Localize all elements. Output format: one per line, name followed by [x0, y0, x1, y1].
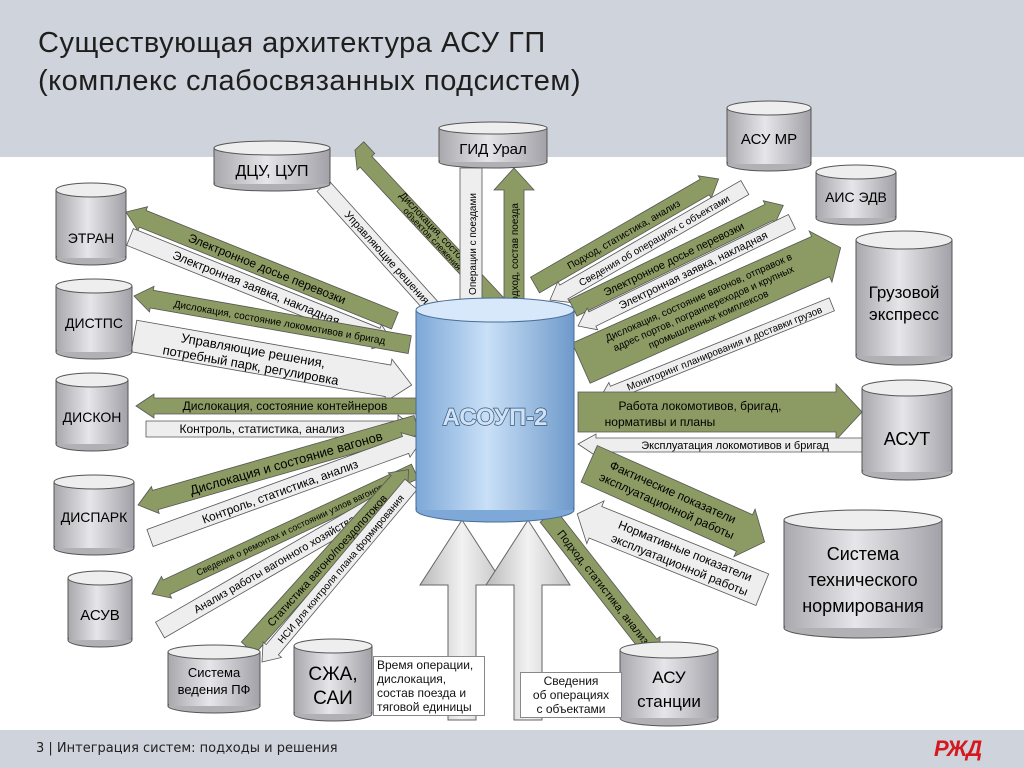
- note-line: состав поезда и: [377, 686, 467, 700]
- cylinder-asuv: АСУВ: [67, 570, 133, 648]
- system-label: АИС ЭДВ: [825, 189, 887, 205]
- system-label: Система: [827, 544, 900, 564]
- note-line: об операциях: [532, 688, 610, 702]
- system-label: ДИСПАРК: [61, 509, 128, 525]
- system-label: ГИД Урал: [459, 141, 527, 158]
- cylinder-dcu: ДЦУ, ЦУП: [213, 140, 331, 192]
- cylinder-diskon: ДИСКОН: [55, 372, 129, 452]
- title-line-1: Существующая архитектура АСУ ГП: [38, 27, 546, 59]
- system-label: АСУ МР: [741, 131, 797, 148]
- system-label: АСУТ: [884, 429, 930, 449]
- note-line: Время операции,: [377, 658, 474, 672]
- flow-label: Работа локомотивов, бригад,: [619, 399, 782, 413]
- flow-label: Дислокация, состояние контейнеров: [183, 399, 388, 413]
- note-line: с объектами: [536, 702, 606, 716]
- flow-label: Контроль, статистика, анализ: [180, 422, 345, 436]
- flow-label: нормативы и планы: [605, 415, 716, 429]
- system-label: СЖА,: [308, 664, 357, 685]
- arrow-diskon-out: Дислокация, состояние контейнеров: [135, 393, 417, 419]
- cylinder-asut: АСУТ: [861, 379, 953, 481]
- system-label: экспресс: [869, 305, 939, 324]
- cylinder-asu-mr: АСУ МР: [726, 100, 812, 172]
- flow-label: объектов слежения: [401, 206, 464, 272]
- system-label: ДЦУ, ЦУП: [235, 163, 308, 180]
- system-label: ЭТРАН: [68, 230, 114, 246]
- system-label: САИ: [313, 688, 353, 709]
- cylinder-gid: ГИД Урал: [438, 121, 548, 169]
- system-label: АСУ: [652, 668, 686, 687]
- arrow-asut-in: Эксплуатация локомотивов и бригад: [577, 433, 863, 457]
- system-label: АСУВ: [80, 607, 120, 624]
- center-label: АСОУП-2: [442, 404, 547, 431]
- cylinder-szha: СЖА, САИ: [293, 638, 373, 722]
- asoup-cylinder: АСОУП-2: [415, 297, 575, 523]
- rzd-logo: РЖД: [934, 736, 982, 761]
- flow-label: Эксплуатация локомотивов и бригад: [641, 440, 829, 452]
- page-number: 3: [36, 741, 45, 756]
- system-label: ДИСТПС: [65, 315, 123, 331]
- cylinder-ais-edv: АИС ЭДВ: [815, 164, 897, 226]
- note-line: тяговой единицы: [377, 700, 472, 714]
- asus-note: Сведения об операциях с объектами: [520, 672, 622, 718]
- szha-note: Время операции, дислокация, состав поезд…: [373, 656, 485, 716]
- cylinder-gruzovoy: Грузовой экспресс: [855, 230, 953, 366]
- page-title: Существующая архитектура АСУ ГП (комплек…: [38, 24, 581, 100]
- flow-label: Операции с поездами: [468, 193, 479, 295]
- system-label: Система: [188, 665, 241, 680]
- cylinder-svpf: Система ведения ПФ: [167, 644, 261, 714]
- cylinder-distps: ДИСТПС: [55, 278, 133, 360]
- cylinder-etran: ЭТРАН: [55, 182, 127, 266]
- note-line: дислокация,: [377, 672, 447, 686]
- note-line: Сведения: [543, 674, 599, 688]
- cylinder-asu-stancii: АСУ станции: [619, 641, 719, 727]
- footer-band: [0, 730, 1024, 768]
- cylinder-dispark: ДИСПАРК: [53, 474, 135, 556]
- system-label: нормирования: [802, 596, 924, 616]
- system-label: станции: [637, 692, 701, 711]
- system-label: технического: [808, 570, 917, 590]
- footer-text: 3 | Интеграция систем: подходы и решения: [36, 741, 338, 756]
- flow-label: Подход, состав поезда: [510, 203, 521, 309]
- arrow-asut-out: Работа локомотивов, бригад, нормативы и …: [577, 382, 863, 442]
- system-label: Грузовой: [869, 283, 940, 302]
- system-label: ДИСКОН: [63, 409, 122, 425]
- footer-caption: | Интеграция систем: подходы и решения: [48, 741, 338, 756]
- system-label: ведения ПФ: [178, 682, 251, 697]
- cylinder-stn: Система технического нормирования: [783, 509, 943, 639]
- title-line-2: (комплекс слабосвязанных подсистем): [38, 65, 581, 97]
